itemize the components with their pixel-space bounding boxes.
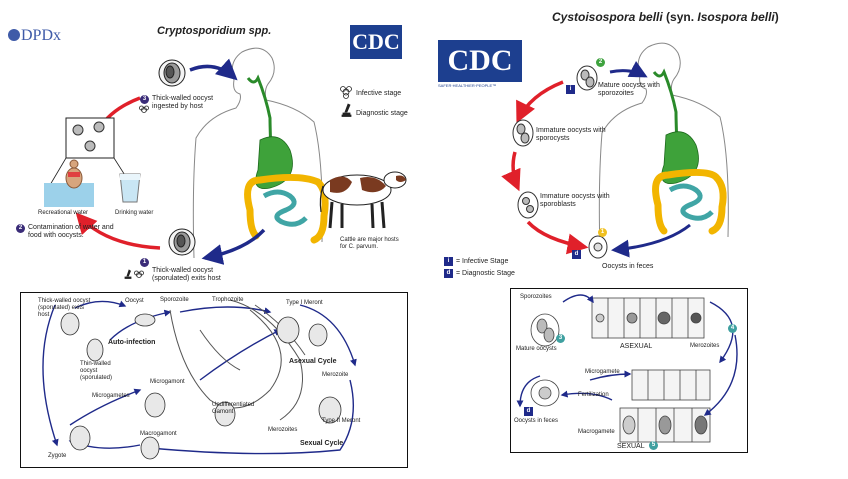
left-lifecycle-frame — [20, 292, 408, 468]
right-title: Cystoisospora belli (syn. Isospora belli… — [552, 10, 779, 24]
right-step-1: 1 — [598, 228, 607, 237]
right-lifecycle-arrows — [516, 294, 738, 416]
right-title-syn-species: Isospora belli — [697, 10, 775, 24]
label-thin-walled-oocyst: Thin-walled oocyst (sporulated) — [80, 361, 113, 381]
right-title-species: Cystoisospora belli — [552, 10, 663, 24]
right-step-mature-text: Mature oocysts with sporozoites — [598, 82, 660, 97]
drinking-water-label: Drinking water — [115, 210, 154, 216]
right-step-5: 5 — [649, 441, 658, 450]
label-right-asexual: ASEXUAL — [620, 343, 653, 350]
label-zygote: Zygote — [48, 453, 67, 459]
right-oocyst-mature — [576, 65, 598, 91]
label-macrogamont: Macrogamont — [140, 431, 177, 437]
left-oocyst-ingested — [158, 59, 186, 87]
label-right-mature-oocysts: Mature oocysts — [516, 346, 557, 352]
recreational-water-figure — [44, 159, 94, 207]
label-right-microgamete: Microgamete — [585, 369, 620, 375]
right-step-4: 4 — [728, 324, 737, 333]
right-step-diagnostic-lower: d — [524, 407, 533, 416]
right-title-syn: (syn. — [666, 10, 695, 24]
right-step-immature-sporoblasts-text: Immature oocysts with sporoblasts — [540, 193, 610, 208]
biohazard-icon-legend — [340, 86, 352, 99]
microscope-icon-step1 — [124, 269, 132, 279]
right-oocyst-sporocysts — [512, 119, 534, 147]
right-step-3: 3 — [556, 334, 565, 343]
right-legend-diagnostic: = Diagnostic Stage — [456, 270, 515, 277]
right-legend-infective: = Infective Stage — [456, 258, 509, 265]
step3-text: Thick-walled oocyst ingested by host — [152, 95, 214, 110]
step-number-2: 2 — [16, 224, 25, 233]
left-small-intestine — [262, 189, 308, 227]
biohazard-icon-step1 — [134, 270, 144, 278]
right-step-diagnostic-icon: d — [572, 250, 581, 259]
label-type1-meront: Type I Meront — [286, 300, 323, 306]
right-oocyst-sporoblasts — [517, 191, 539, 219]
intestinal-villi-illustration — [169, 299, 306, 421]
label-right-sexual: SEXUAL — [617, 443, 645, 450]
cattle-note: Cattle are major hosts for C. parvum. — [340, 237, 399, 250]
label-merozoite: Merozoite — [322, 372, 349, 378]
left-oocyst-exits — [168, 228, 196, 256]
right-title-close: ) — [774, 10, 779, 24]
right-step-feces-text: Oocysts in feces — [602, 263, 654, 270]
dpdx-logo: DPDx — [8, 27, 61, 45]
right-step-infective-icon: i — [566, 85, 575, 94]
dpdx-logo-mark — [8, 29, 20, 41]
step2-text: Contamination of water and food with ooc… — [28, 224, 114, 239]
label-right-merozoites: Merozoites — [690, 343, 720, 349]
step-number-3: 3 — [140, 95, 149, 104]
left-cdc-logo: CDC — [350, 25, 402, 59]
label-right-sporozoites: Sporozoites — [520, 294, 552, 300]
right-legend-diagnostic-icon: d — [444, 269, 453, 278]
label-right-fertilization: Fertilization — [578, 392, 609, 398]
label-sexual-cycle: Sexual Cycle — [300, 440, 344, 447]
label-right-macrogamete: Macrogamete — [578, 429, 615, 435]
right-cdc-logo: CDC — [438, 40, 522, 82]
microscope-icon-legend — [341, 103, 352, 117]
label-undifferentiated-gamont: Undifferentiated Gamont — [212, 402, 255, 415]
right-lifecycle-frame — [510, 288, 748, 453]
right-legend-infective-icon: i — [444, 257, 453, 266]
right-colon — [652, 168, 727, 235]
biohazard-icon-step3 — [139, 105, 149, 113]
right-oocyst-feces — [588, 235, 608, 259]
right-asexual-cells — [591, 297, 705, 339]
drinking-water-glass — [119, 173, 141, 203]
right-small-intestine — [668, 183, 714, 221]
cattle-illustration — [319, 171, 407, 229]
label-oocyst: Oocyst — [125, 298, 144, 304]
label-auto-infection: Auto-infection — [108, 339, 156, 346]
legend-diagnostic-stage: Diagnostic stage — [356, 110, 408, 117]
label-type2-meront: Type II Meront — [322, 418, 361, 424]
legend-infective-stage: Infective stage — [356, 90, 402, 97]
label-microgamont: Microgamont — [150, 379, 185, 385]
right-sexual-cells — [530, 313, 711, 443]
label-right-oocysts-feces: Oocysts in feces — [514, 418, 559, 424]
step1-text: Thick-walled oocyst (sporulated) exits h… — [152, 267, 221, 282]
label-sporozoite: Sporozoite — [160, 297, 189, 303]
step-number-1: 1 — [140, 258, 149, 267]
right-step-immature-sporocysts-text: Immature oocysts with sporocysts — [536, 127, 606, 142]
left-human-silhouette — [192, 47, 323, 259]
right-step-2: 2 — [596, 58, 605, 67]
label-asexual-cycle: Asexual Cycle — [289, 358, 337, 365]
right-human-silhouette — [598, 42, 729, 254]
dpdx-logo-text: DPDx — [21, 27, 62, 44]
left-oocyst-inset — [65, 117, 115, 159]
left-stage-cells — [60, 312, 342, 460]
label-thick-walled-oocyst: Thick-walled oocyst (sporulated) exits h… — [38, 298, 91, 318]
label-merozoites: Merozoites — [268, 427, 298, 433]
recreational-water-label: Recreational water — [38, 210, 89, 216]
label-trophozoite: Trophozoite — [212, 297, 244, 303]
right-cdc-tagline: SAFER·HEALTHIER·PEOPLE™ — [438, 83, 497, 88]
left-title: Cryptosporidium spp. — [157, 25, 272, 37]
left-colon — [244, 173, 329, 244]
label-microgametes: Microgametes — [92, 393, 130, 399]
